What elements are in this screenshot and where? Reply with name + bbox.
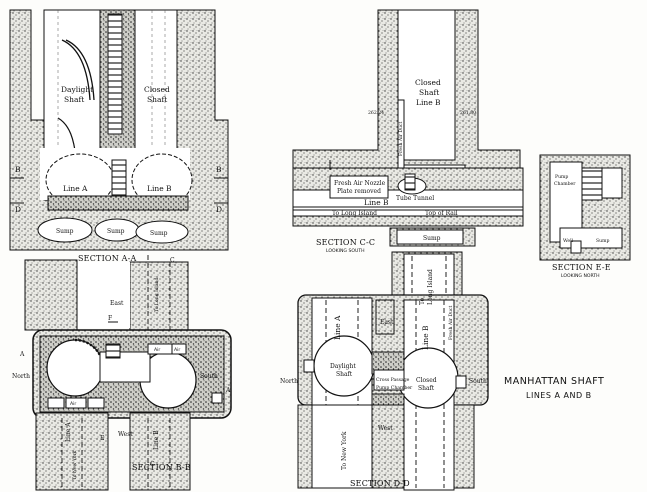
west-label: West [118,431,133,438]
line-a-label: Line A [63,184,88,193]
marker-f-label: F [108,315,112,322]
pump-chamber-ee-1: Pump [555,174,568,180]
fresh-air-duct-dd-label: Fresh Air Duct [448,305,454,340]
line-b-dd-label: Line B [421,325,430,350]
section-mark-a-right: A [225,387,231,394]
to-long-island-dd-2: Long Island [427,269,434,305]
south-label: South [200,373,218,380]
section-mark-d-right: D [216,205,222,214]
air-label-3: Air [70,401,76,407]
top-of-rail-label: Top of Rail [425,210,458,217]
section-e-e: Pump Chamber Well Sump SECTION E-E LOOKI… [539,154,631,279]
line-a-label-bb: Line A [65,422,72,442]
fresh-air-nozzle-label-2: Plate removed [337,188,381,195]
to-new-york-label: To New York [72,450,78,480]
closed-shaft-cc-2: Shaft [419,88,439,97]
east-dd-label: East [380,319,394,326]
south-dd-label: South [469,378,487,385]
section-a-a-heading: SECTION A-A [78,254,137,263]
east-label: East [110,300,124,307]
to-long-island-dd-1: To [419,297,426,305]
sump-label-3: Sump [150,230,168,237]
section-c-c-heading: SECTION C-C [316,238,375,247]
closed-shaft-dd-1: Closed [416,377,437,384]
elevation-right: 261.80 [460,110,476,116]
sump-label-1: Sump [56,228,74,235]
drawing-title: MANHATTAN SHAFT LINES A AND B [504,376,604,400]
line-a-dd-label: Line A [333,315,342,340]
tube-tunnel-label: Tube Tunnel [396,195,434,202]
sump-ee-label: Sump [596,238,609,244]
section-c-c-subheading: LOOKING SOUTH [326,248,365,254]
daylight-shaft-label-2: Shaft [64,95,84,104]
daylight-shaft-label-1: Daylight [61,85,93,94]
marker-c-top: C [170,257,175,264]
closed-shaft-label-1: Closed [144,85,170,94]
marker-c-bottom: C [150,461,155,468]
closed-shaft-cc-1: Closed [415,78,441,87]
cross-passage-label: Cross Passage [376,377,410,383]
north-label: North [12,373,30,380]
stair-icon [61,39,91,101]
daylight-shaft-dd-2: Shaft [336,371,353,378]
west-dd-label: West [378,425,393,432]
pump-chamber-dd-label: Pump Chamber [376,385,413,391]
fresh-air-duct-label: Fresh Air Duct [398,121,404,156]
title-line-1: MANHATTAN SHAFT [504,376,604,387]
closed-shaft-cc-3: Line B [416,98,441,107]
section-e-e-heading: SECTION E-E [552,263,611,272]
section-mark-b-right: B [216,165,222,174]
to-new-york-dd: To New York [341,431,348,470]
marker-e-label: E [100,435,104,442]
sump-cc-label: Sump [423,235,441,242]
section-c-c: Closed Shaft Line B Fresh Air Duct 262.2… [292,9,524,254]
section-b-b-heading: SECTION B-B [132,463,191,472]
line-b-cc-label: Line B [364,198,389,207]
air-label-1: Air [154,347,160,353]
line-b-label: Line B [147,184,172,193]
closed-shaft-label-2: Shaft [147,95,167,104]
well-label: Well [563,238,574,244]
section-d-d: Line A Line B To Long Island To New York… [280,251,489,491]
section-e-e-subheading: LOOKING NORTH [561,273,600,279]
line-b-label-bb: Line B [153,430,160,450]
section-a-a: Daylight Shaft Closed Shaft Line A Line … [9,9,229,270]
section-b-b: East F North South A A Air Air Air West … [12,255,232,491]
daylight-shaft-dd-1: Daylight [330,363,356,370]
air-label-2: Air [174,347,180,353]
to-long-island-label: To Long Island [154,278,160,312]
section-mark-a-left: A [19,351,25,358]
pump-chamber-ee-2: Chamber [554,181,576,187]
section-d-d-heading: SECTION D-D [350,479,410,488]
title-line-2: LINES A AND B [526,391,592,400]
ladder-icon [107,13,123,135]
section-mark-b-left: B [15,165,21,174]
closed-shaft-dd-2: Shaft [418,385,435,392]
section-mark-d-left: D [15,205,21,214]
north-dd-label: North [280,378,298,385]
elevation-left: 262.24 [368,110,384,116]
sump-label-2: Sump [107,228,125,235]
to-long-island-cc: To Long Island [332,210,377,217]
fresh-air-nozzle-label-1: Fresh Air Nozzle [334,180,386,187]
